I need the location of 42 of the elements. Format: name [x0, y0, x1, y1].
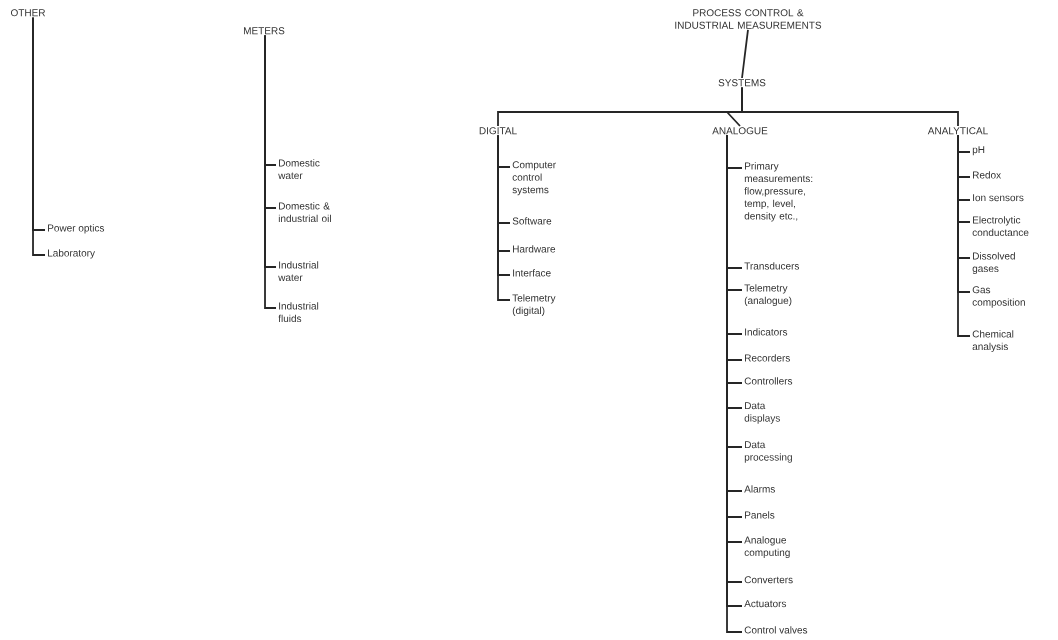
- item-label: Industrial water: [278, 261, 319, 282]
- heading-label: ANALYTICAL: [927, 127, 988, 135]
- item-label: Telemetry (analogue): [744, 284, 792, 306]
- item-label: Transducers: [744, 262, 800, 270]
- item-label: Electrolytic conductance: [972, 216, 1029, 237]
- item-label: Dissolved gases: [972, 252, 1015, 274]
- item-label: Panels: [745, 511, 775, 519]
- heading-label: OTHER: [11, 9, 46, 17]
- item-label: Controllers: [744, 377, 793, 385]
- item-label: Domestic water: [278, 159, 320, 180]
- item-label: Software: [512, 217, 552, 225]
- item-label: Data processing: [744, 441, 792, 463]
- item-label: Industrial fluids: [278, 302, 319, 323]
- item-label: Control valves: [744, 626, 808, 634]
- heading-label: SYSTEMS: [718, 79, 766, 87]
- item-label: Indicators: [745, 328, 788, 336]
- item-label: Computer control systems: [512, 161, 556, 196]
- item-label: Hardware: [513, 245, 556, 253]
- heading-label: ANALOGUE: [712, 127, 768, 135]
- heading-label: PROCESS CONTROL & INDUSTRIAL MEASUREMENTS: [675, 9, 822, 29]
- tree-connector: [957, 134, 971, 337]
- item-label: Recorders: [745, 354, 790, 362]
- item-label: pH: [972, 146, 985, 156]
- item-label: Redox: [973, 171, 1001, 179]
- item-label: Ion sensors: [973, 194, 1024, 202]
- item-label: Converters: [744, 576, 793, 584]
- item-label: Alarms: [744, 485, 775, 493]
- item-label: Interface: [513, 269, 551, 277]
- item-label: Chemical analysis: [972, 330, 1014, 352]
- item-label: Analogue computing: [744, 536, 790, 558]
- heading-label: DIGITAL: [479, 127, 517, 135]
- item-label: Domestic & industrial oil: [278, 202, 331, 223]
- item-label: Telemetry (digital): [512, 294, 556, 316]
- item-label: Actuators: [744, 600, 787, 608]
- item-label: Power optics: [48, 224, 105, 234]
- item-label: Gas composition: [972, 286, 1025, 308]
- tree-connector: [741, 29, 749, 79]
- item-label: Laboratory: [48, 249, 95, 259]
- tree-connector: [741, 86, 959, 127]
- item-label: Data displays: [744, 402, 780, 424]
- item-label: Primary measurements: flow,pressure, temp, level, density etc.,: [744, 162, 813, 222]
- heading-label: METERS: [244, 27, 285, 35]
